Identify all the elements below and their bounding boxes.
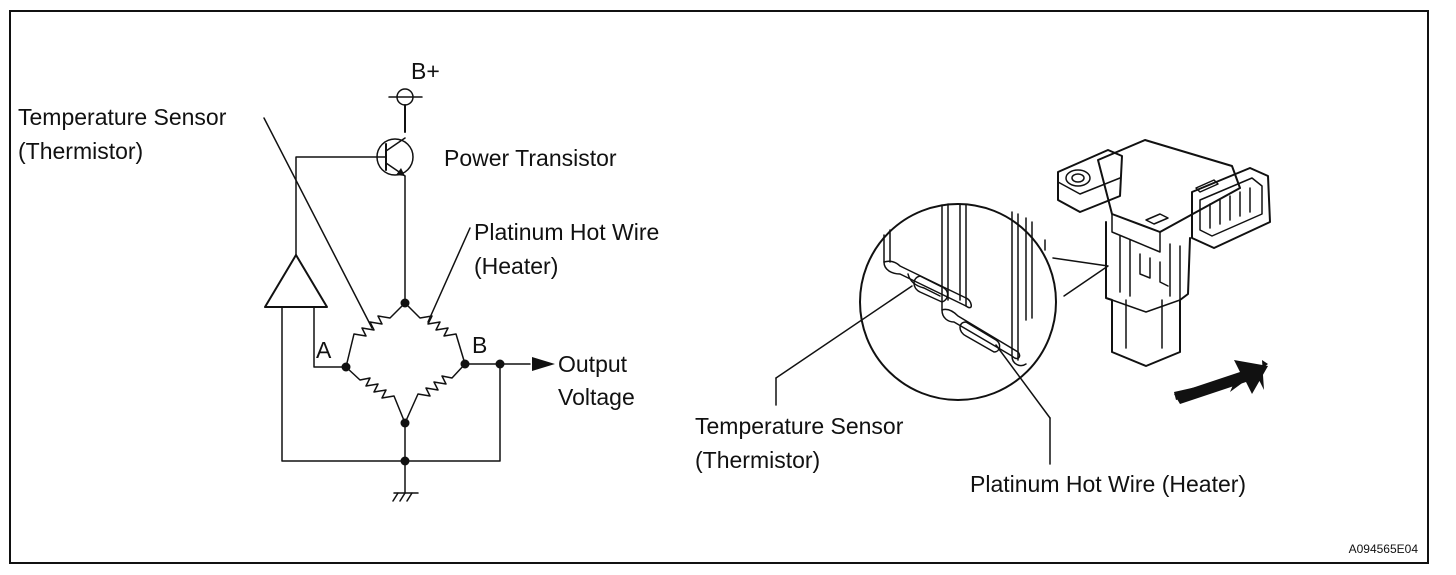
magnified-detail — [859, 203, 1109, 401]
node-a-wire — [313, 306, 347, 368]
hot-wire-element-icon — [941, 308, 1027, 367]
air-flow-arrow-body — [1174, 360, 1268, 404]
outer-border — [9, 10, 1429, 564]
circuit-diagram: B+ Power Transistor — [18, 58, 659, 502]
hot-wire-label-line2: (Heater) — [474, 253, 558, 279]
bridge-resistor-top-left — [345, 302, 406, 368]
feedback-wire — [281, 306, 501, 462]
hot-wire-leader — [427, 227, 471, 323]
output-label-line2: Voltage — [558, 384, 635, 410]
node-b-label: B — [472, 332, 487, 358]
bridge-resistor-bottom-left — [345, 366, 406, 424]
transistor-label: Power Transistor — [444, 145, 617, 171]
bridge-node-a — [341, 362, 351, 372]
supply-terminal-icon — [388, 88, 423, 133]
sensor-temp-label-line1: Temperature Sensor — [695, 413, 904, 439]
bridge-resistor-bottom-right — [404, 363, 466, 424]
output-node — [495, 359, 505, 369]
base-wire — [295, 156, 387, 256]
node-a-label: A — [316, 337, 332, 363]
output-arrow-icon — [532, 357, 555, 371]
sensor-hot-wire-label: Platinum Hot Wire (Heater) — [970, 471, 1246, 497]
sensor-temp-leader — [775, 285, 913, 379]
bridge-node-top — [400, 298, 410, 308]
air-flow-meter-icon — [1057, 139, 1271, 367]
sensor-temp-label-line2: (Thermistor) — [695, 447, 820, 473]
supply-label: B+ — [411, 58, 440, 84]
amplifier-icon — [264, 254, 328, 308]
temp-sensor-label-line2: (Thermistor) — [18, 138, 143, 164]
sensor-hot-wire-leader — [995, 344, 1051, 419]
output-label-line1: Output — [558, 351, 628, 377]
hot-wire-label-line1: Platinum Hot Wire — [474, 219, 659, 245]
figure-code: A094565E04 — [1349, 542, 1419, 556]
bridge-resistor-top-right — [404, 302, 466, 365]
bridge-node-b — [460, 359, 470, 369]
temp-sensor-label-line1: Temperature Sensor — [18, 104, 227, 130]
ground-icon — [392, 422, 419, 502]
sensor-illustration: Temperature Sensor (Thermistor) Platinum… — [695, 139, 1271, 497]
thermistor-element-icon — [883, 260, 972, 309]
temp-sensor-leader — [263, 117, 373, 329]
